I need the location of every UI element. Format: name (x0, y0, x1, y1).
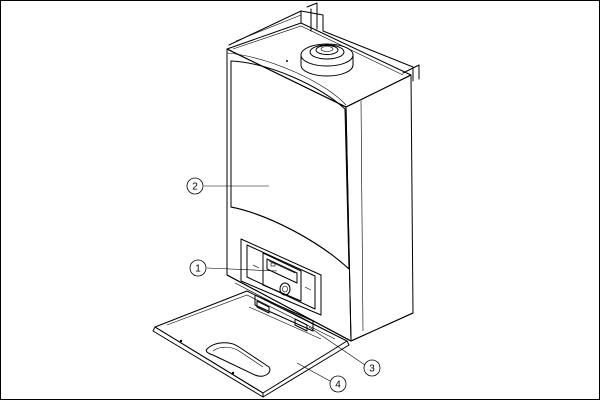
flap (152, 290, 350, 398)
callout-4: 4 (296, 362, 347, 393)
callout-label-2: 2 (192, 182, 198, 193)
boiler-side (345, 74, 414, 342)
mounting-bracket (228, 2, 420, 82)
control-panel (240, 238, 322, 316)
callout-label-1: 1 (195, 264, 201, 275)
callout-3: 3 (308, 326, 381, 377)
callout-label-4: 4 (335, 380, 341, 391)
callout-2: 2 (186, 177, 269, 195)
flue-connector (286, 43, 354, 77)
callout-1: 1 (189, 259, 278, 277)
callout-label-3: 3 (369, 364, 375, 375)
boiler-bottom (226, 274, 414, 342)
